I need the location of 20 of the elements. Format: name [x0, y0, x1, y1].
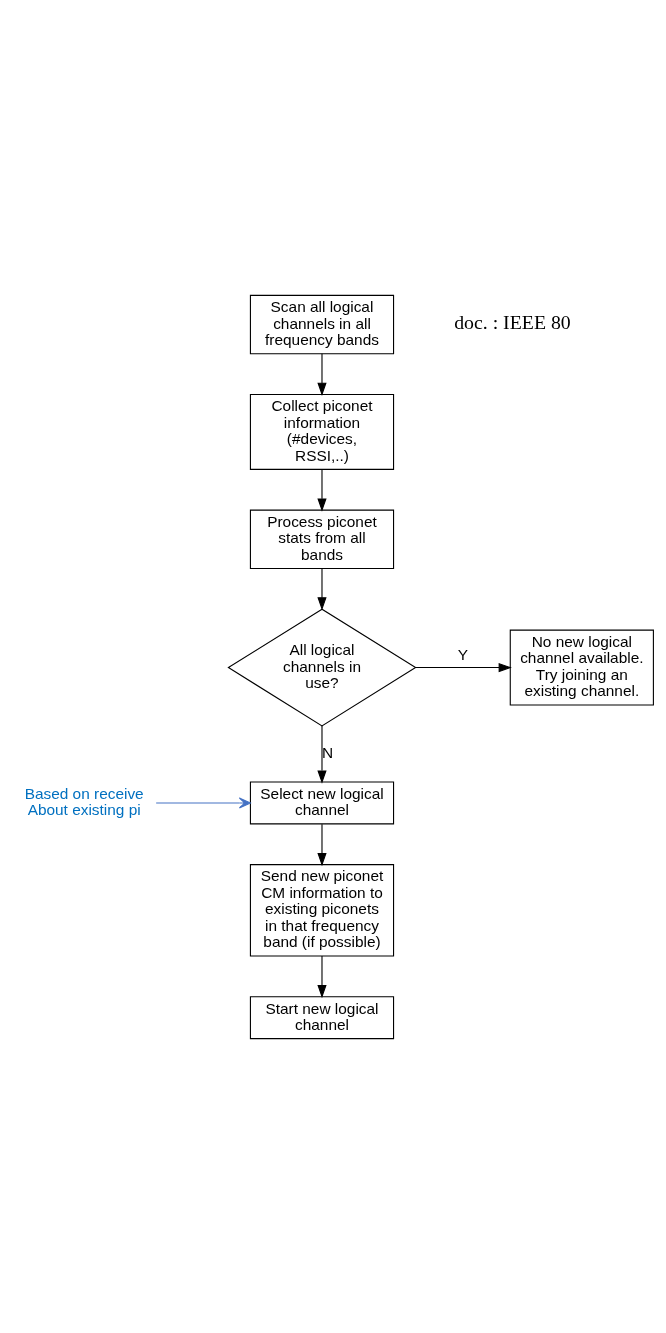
node-box: Select new logical channel [249, 781, 395, 824]
node-box: Process piconet stats from all bands [249, 509, 395, 569]
arrow [317, 567, 327, 610]
arrow [317, 954, 327, 998]
arrow [415, 662, 512, 672]
arrow [317, 352, 327, 396]
arrow [317, 468, 327, 512]
node-text: Based on receive About existing pi [24, 784, 144, 818]
arrow [317, 823, 327, 866]
edge-label: N [321, 743, 334, 761]
node-box: Scan all logical channels in all frequency bands [249, 294, 395, 354]
arrow [155, 796, 251, 808]
node-box: Send new piconet CM information to existing piconets in that frequency band (if possible) [249, 863, 395, 957]
edge-label: Y [457, 645, 469, 663]
node-box: Start new logical channel [249, 995, 395, 1039]
node-box: No new logical channel available. Try joining an existing channel. [509, 629, 654, 706]
label: doc. : IEEE 80 [454, 310, 571, 333]
node-box: Collect piconet information (#devices, RSSI,..) [249, 393, 395, 470]
node-diamond: All logical channels in use? [227, 608, 417, 727]
arrow [317, 724, 327, 784]
